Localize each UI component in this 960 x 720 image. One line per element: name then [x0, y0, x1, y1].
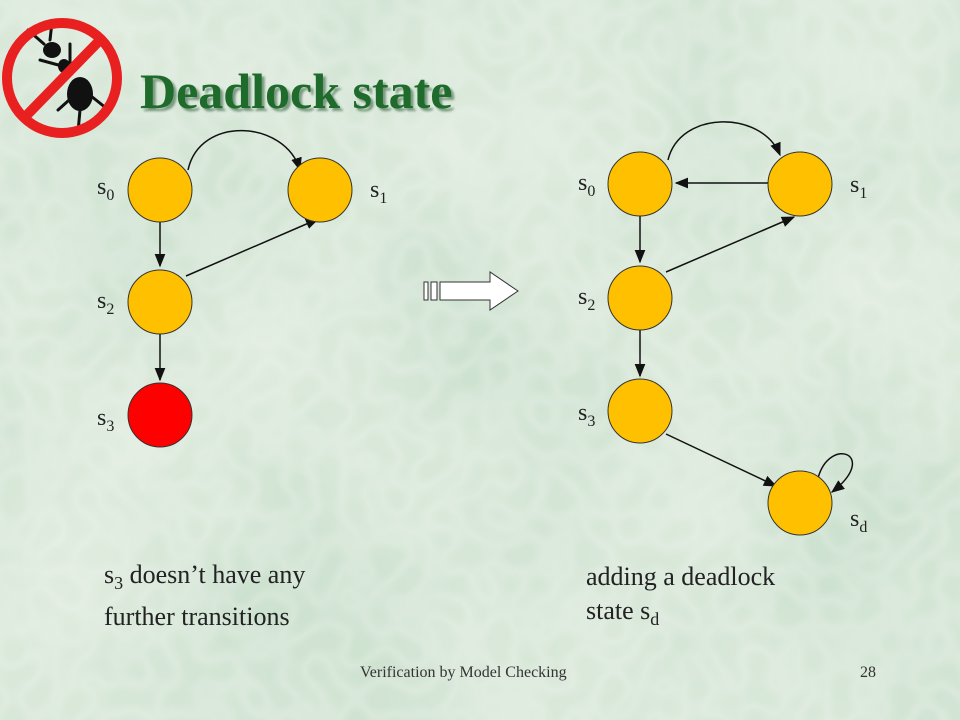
right-state-s2	[607, 265, 673, 331]
right-state-label-s0: s0	[578, 170, 596, 200]
left-caption-line2: further transitions	[104, 602, 290, 632]
left-state-s2	[127, 269, 193, 335]
left-state-s0	[127, 157, 193, 223]
right-edge-s3-sd	[665, 433, 778, 487]
left-caption-line1: s3 doesn’t have any	[104, 560, 306, 594]
right-state-label-s1: s1	[850, 172, 868, 202]
page-number: 28	[860, 664, 876, 681]
right-edge-s0-s1	[667, 121, 781, 161]
left-edge-s2-s1	[185, 218, 320, 277]
footer-text: Verification by Model Checking	[360, 664, 567, 681]
left-state-label-s3: s3	[97, 405, 115, 435]
no-bug-icon	[2, 18, 122, 138]
right-state-s0	[607, 151, 673, 217]
left-caption: s3 doesn’t have any further transitions	[104, 558, 305, 634]
right-caption-line2: state sd	[586, 596, 660, 630]
left-state-label-s1: s1	[370, 177, 388, 207]
right-state-label-sd: sd	[850, 506, 868, 536]
right-edge-s2-s1	[665, 216, 796, 273]
right-caption: adding a deadlock state sd	[586, 560, 775, 636]
right-state-sd	[767, 470, 833, 536]
right-caption-line1: adding a deadlock	[586, 562, 776, 591]
right-state-label-s3: s3	[578, 400, 596, 430]
right-transition-diagram	[607, 121, 854, 536]
left-state-s1	[287, 157, 353, 223]
left-transition-diagram	[127, 129, 353, 448]
left-edge-s0-s1	[187, 129, 302, 172]
right-state-label-s2: s2	[578, 284, 596, 314]
left-state-label-s2: s2	[97, 288, 115, 318]
slide-title: Deadlock state	[140, 63, 453, 119]
right-edge-sd-sd	[817, 452, 854, 493]
right-state-s3	[607, 378, 673, 444]
left-state-s3	[127, 382, 193, 448]
right-arrow-icon	[423, 271, 519, 311]
right-state-s1	[767, 151, 833, 217]
left-state-label-s0: s0	[97, 174, 115, 204]
